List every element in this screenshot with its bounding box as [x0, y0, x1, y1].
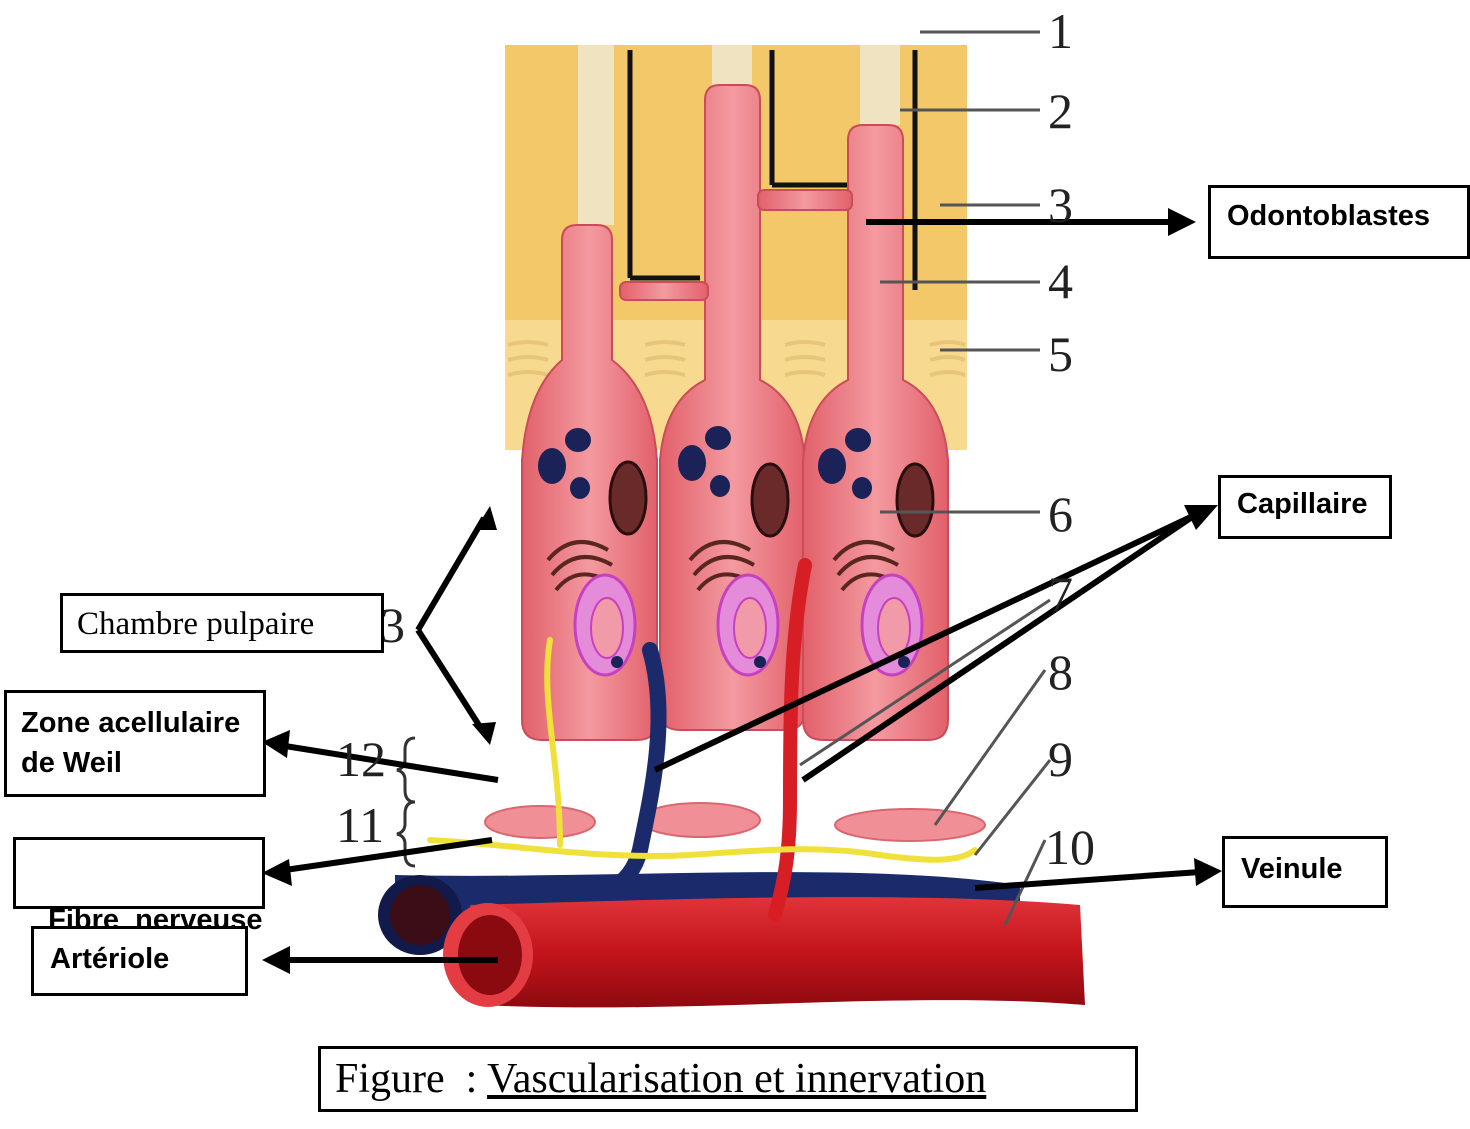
pulp-cells [484, 802, 986, 842]
label-zone-line1: Zone acellulaire [21, 707, 241, 739]
number-7: 7 [1048, 566, 1073, 622]
number-11: 11 [336, 797, 385, 853]
caption-prefix: Figure : [335, 1056, 488, 1102]
nerve-fibres [427, 637, 978, 863]
number-2: 2 [1048, 83, 1073, 139]
number-9: 9 [1048, 731, 1073, 787]
label-zone-line2: de Weil [21, 747, 122, 779]
number-8: 8 [1048, 644, 1073, 700]
cell-organelles [538, 426, 935, 677]
label-zone-acellulaire: Zone acellulaire de Weil [4, 690, 266, 797]
label-arteriole-text: Artériole [50, 943, 170, 975]
number-3-left: 3 [380, 597, 405, 653]
collagen-fibers [507, 340, 966, 377]
arrow-heads [262, 208, 1222, 974]
figure-caption: Figure : Vascularisation et innervation [318, 1046, 1138, 1112]
arteriole-vessel [443, 558, 1085, 1008]
number-5: 5 [1048, 326, 1073, 382]
label-capillaire-text: Capillaire [1237, 488, 1368, 520]
dentin-tubules [578, 45, 900, 225]
bracket-marks [396, 736, 416, 868]
label-veinule: Veinule [1222, 836, 1388, 908]
label-arrows [284, 219, 1201, 963]
label-odontoblastes-text: Odontoblastes [1227, 200, 1431, 232]
label-fibre-nerveuse: Fibre nerveuse [13, 837, 265, 936]
label-veinule-text: Veinule [1241, 853, 1343, 885]
number-4: 4 [1048, 253, 1073, 309]
tubule-walls [627, 50, 918, 290]
number-6: 6 [1048, 486, 1073, 542]
label-chambre-pulpaire: Chambre pulpaire [60, 593, 384, 653]
number-leaders [799, 30, 1052, 926]
label-capillaire: Capillaire [1218, 475, 1392, 539]
caption-title: Vascularisation et innervation [487, 1056, 987, 1102]
label-chambre-pulpaire-text: Chambre pulpaire [77, 606, 315, 642]
number-10: 10 [1045, 819, 1095, 875]
number-12: 12 [336, 731, 386, 787]
label-arteriole: Artériole [31, 926, 248, 996]
number-1: 1 [1048, 3, 1073, 59]
number-3: 3 [1048, 177, 1073, 233]
label-odontoblastes: Odontoblastes [1208, 185, 1470, 259]
